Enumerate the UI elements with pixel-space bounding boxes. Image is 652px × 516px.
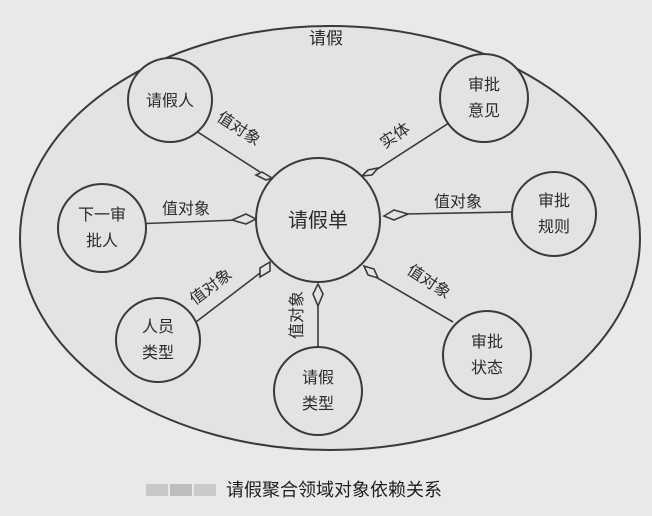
relation-label-leave-type: 值对象: [287, 291, 306, 339]
diamond-next-approver: [229, 213, 258, 225]
diamond-person-type: [259, 260, 271, 279]
center-label: 请假单: [288, 208, 348, 232]
diamond-approval-status: [362, 264, 380, 280]
node-approval-rule: [511, 171, 597, 257]
figure-caption: 请假聚合领域对象依赖关系: [226, 480, 442, 501]
node-person-type-label-2: 类型: [142, 343, 174, 362]
node-person-type: [115, 297, 201, 383]
node-approval-status-label-2: 状态: [471, 358, 503, 377]
node-next-approver-label-2: 批人: [86, 231, 118, 250]
node-approval-status-label-1: 审批: [471, 332, 503, 351]
node-approval-opinion-label-2: 意见: [468, 101, 500, 120]
connector-next-approver: [132, 219, 239, 225]
node-applicant: [127, 57, 213, 143]
node-approval-rule-label-2: 规则: [538, 217, 570, 236]
connector-approval-rule: [403, 211, 515, 215]
blurred-figure-number: [146, 484, 216, 496]
node-approval-opinion-label-1: 审批: [468, 75, 500, 94]
relation-label-approval-rule: 值对象: [434, 192, 482, 211]
diamond-leave-type: [312, 282, 324, 309]
node-applicant-label: 请假人: [146, 91, 194, 110]
relation-label-next-approver: 值对象: [162, 199, 210, 218]
node-next-approver-label-1: 下一审: [78, 205, 126, 224]
node-next-approver: [57, 183, 147, 273]
node-approval-opinion: [439, 53, 529, 143]
node-leave-type-label-2: 类型: [302, 394, 334, 413]
node-person-type-label-1: 人员: [142, 317, 174, 336]
center-node: [255, 157, 381, 283]
node-leave-type: [273, 346, 363, 436]
diamond-applicant: [254, 171, 274, 181]
diamond-approval-opinion: [359, 166, 381, 178]
aggregate-label: 请假: [309, 29, 343, 49]
node-approval-rule-label-1: 审批: [538, 191, 570, 210]
node-leave-type-label-1: 请假: [302, 368, 334, 387]
node-approval-status: [442, 310, 532, 400]
connector-approval-status: [373, 275, 454, 323]
diamond-approval-rule: [382, 209, 411, 221]
connector-approval-opinion: [375, 120, 453, 171]
connector-person-type: [191, 272, 261, 326]
